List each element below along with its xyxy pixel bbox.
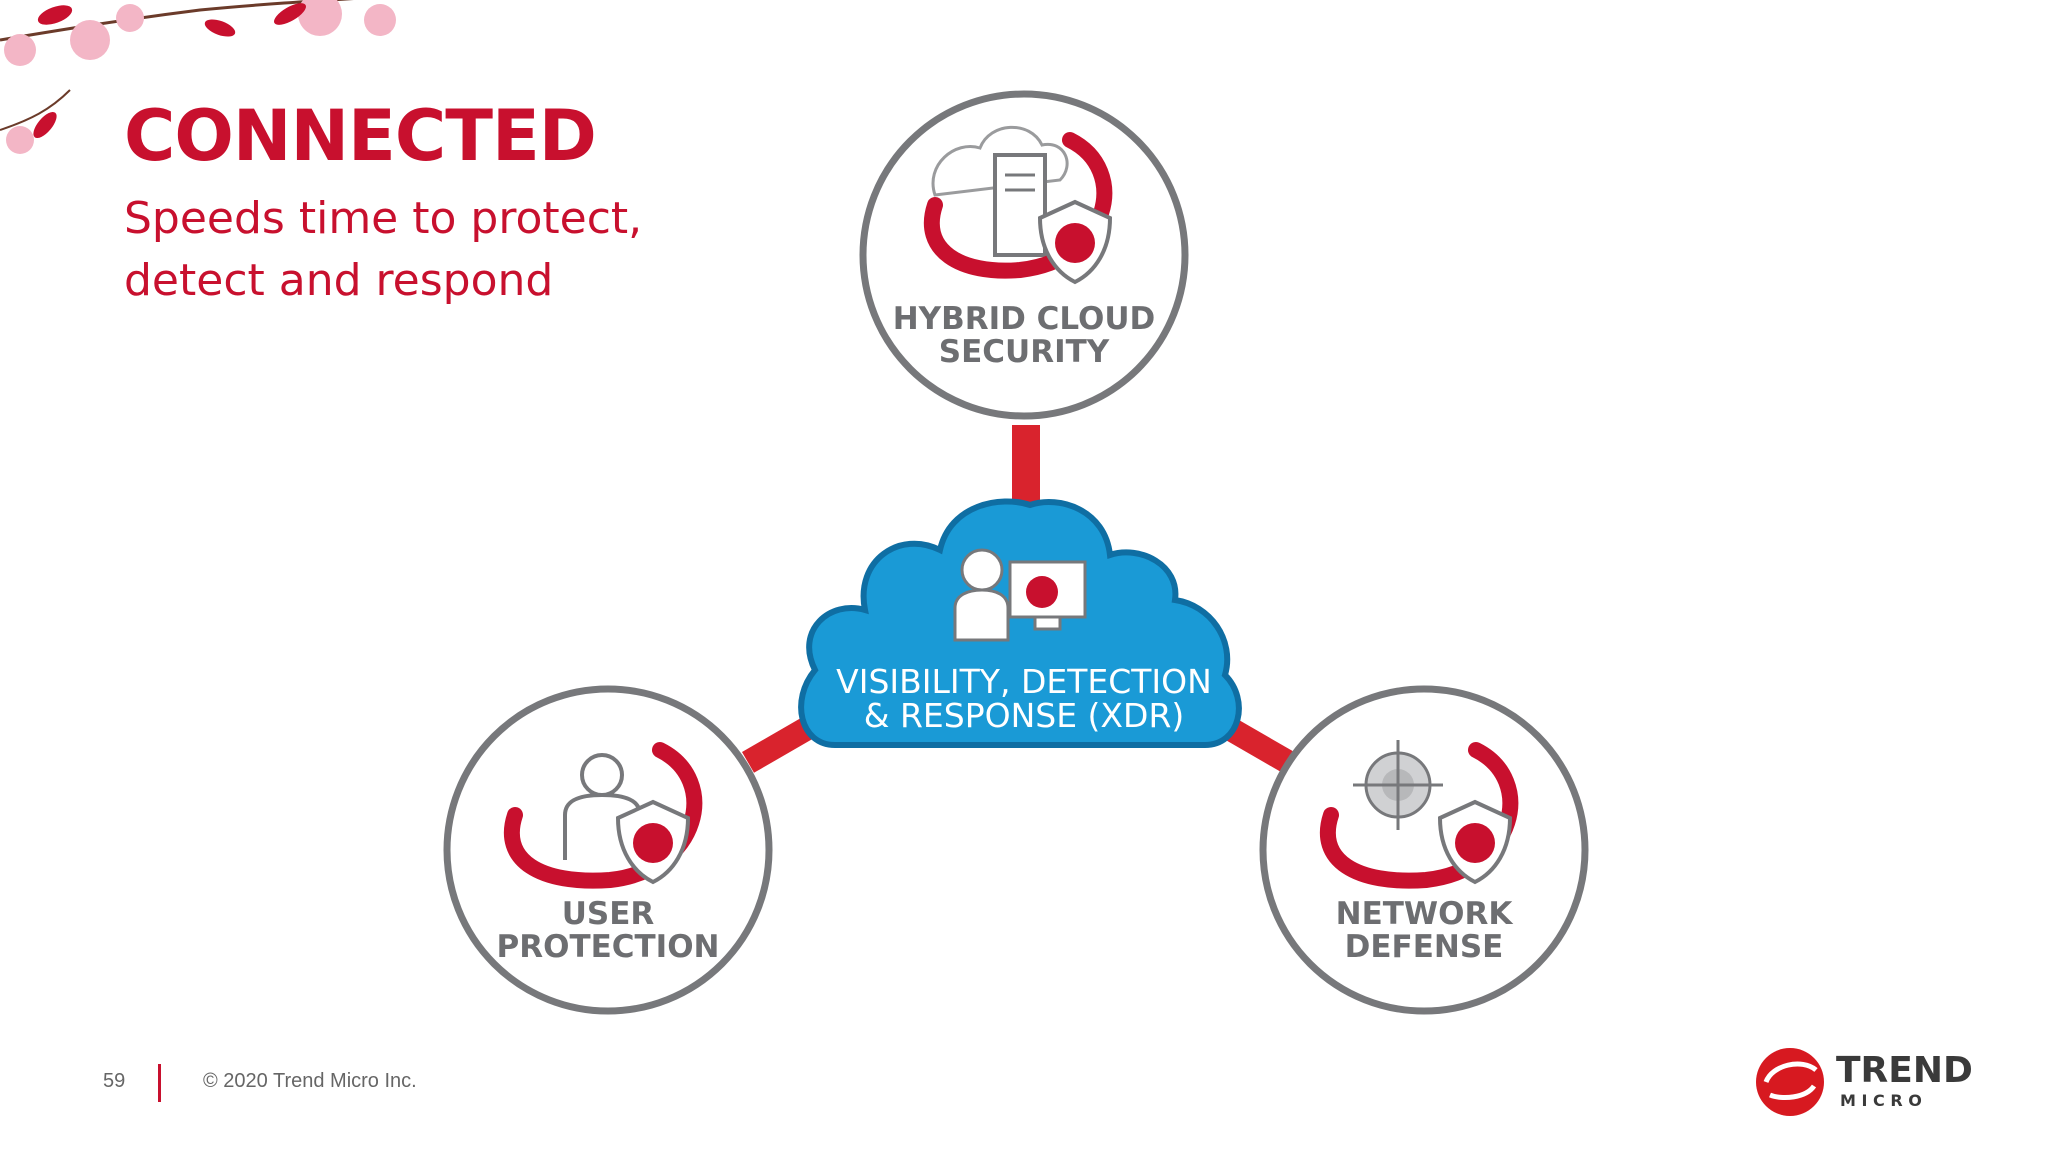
node-label-line-2: SECURITY — [939, 334, 1110, 370]
node-label-line-2: DEFENSE — [1345, 929, 1504, 965]
logo-line-2: M I C R O — [1840, 1091, 1922, 1110]
cloud-server-shield-icon — [923, 125, 1113, 285]
node-label-line-1: USER — [562, 896, 655, 932]
subtitle-line-1: Speeds time to protect, — [124, 193, 643, 244]
connector-right — [1220, 716, 1293, 772]
node-hybrid-cloud[interactable]: HYBRID CLOUD SECURITY — [859, 90, 1189, 420]
copyright-text: © 2020 Trend Micro Inc. — [203, 1070, 417, 1092]
slide-title: CONNECTED — [124, 95, 597, 177]
subtitle-line-2: detect and respond — [124, 255, 554, 306]
trend-micro-logo: TREND M I C R O — [1756, 1048, 1972, 1116]
node-label-line-1: NETWORK — [1336, 896, 1514, 932]
target-shield-icon — [1319, 740, 1519, 889]
node-label-line-2: PROTECTION — [497, 929, 720, 965]
footer: 59 © 2020 Trend Micro Inc. — [0, 1060, 2048, 1110]
node-network-defense[interactable]: NETWORK DEFENSE — [1259, 685, 1589, 1015]
slide-subtitle: Speeds time to protect, detect and respo… — [124, 188, 642, 312]
hub-cloud-shape — [798, 498, 1242, 748]
logo-line-1: TREND — [1836, 1050, 1972, 1091]
cherry-blossom-decoration — [0, 0, 396, 154]
connector-left — [742, 717, 815, 773]
connector-top — [1012, 425, 1040, 505]
page-number: 59 — [103, 1070, 126, 1092]
footer-divider — [158, 1064, 161, 1102]
user-shield-icon — [503, 742, 703, 889]
hub-label-line-2: & RESPONSE (XDR) — [864, 696, 1185, 735]
xdr-hub[interactable]: VISIBILITY, DETECTION & RESPONSE (XDR) — [798, 498, 1242, 748]
node-label-line-1: HYBRID CLOUD — [893, 301, 1156, 337]
node-user-protection[interactable]: USER PROTECTION — [443, 685, 773, 1015]
user-computer-icon — [953, 548, 1087, 642]
connectors — [742, 425, 1293, 773]
hub-label-line-1: VISIBILITY, DETECTION — [836, 662, 1212, 701]
